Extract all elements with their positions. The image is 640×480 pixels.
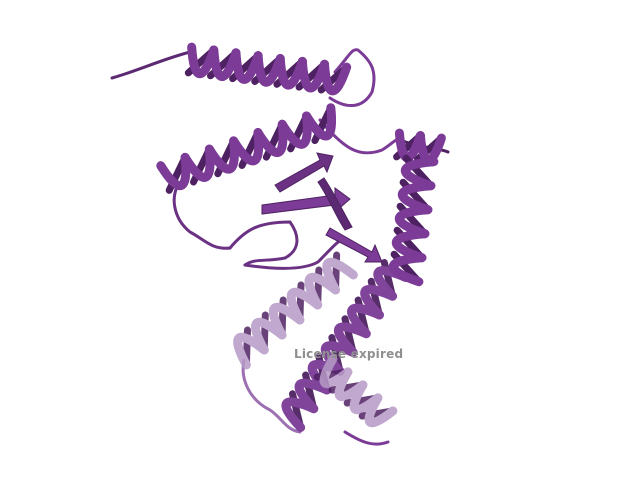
coil-n-terminus bbox=[110, 50, 192, 80]
helix-layer bbox=[156, 42, 446, 432]
beta-sheet bbox=[261, 152, 383, 263]
coil-center-loop bbox=[228, 220, 299, 267]
beta-strand-4 bbox=[317, 177, 353, 231]
beta-strand-1 bbox=[261, 187, 351, 215]
coil-mid-connector bbox=[243, 236, 347, 270]
helix-5-center-diagonal bbox=[281, 259, 411, 432]
helix-2-left bbox=[156, 103, 337, 194]
helix-1-top bbox=[184, 42, 352, 96]
beta-strand-2 bbox=[274, 152, 334, 193]
helix-4-right-vertical bbox=[388, 154, 439, 287]
helix-3-right-upper bbox=[393, 128, 446, 165]
coil-top-right bbox=[328, 48, 376, 107]
helix-6-lower-back bbox=[233, 251, 358, 370]
license-watermark: License expired bbox=[294, 347, 404, 361]
beta-strand-3 bbox=[325, 227, 383, 263]
coil-left-loop bbox=[172, 183, 232, 250]
coil-lower-left bbox=[241, 358, 302, 434]
coil-c-terminus bbox=[343, 430, 390, 446]
helix-7-lower-cross bbox=[313, 354, 398, 428]
coil-loops bbox=[110, 48, 450, 446]
